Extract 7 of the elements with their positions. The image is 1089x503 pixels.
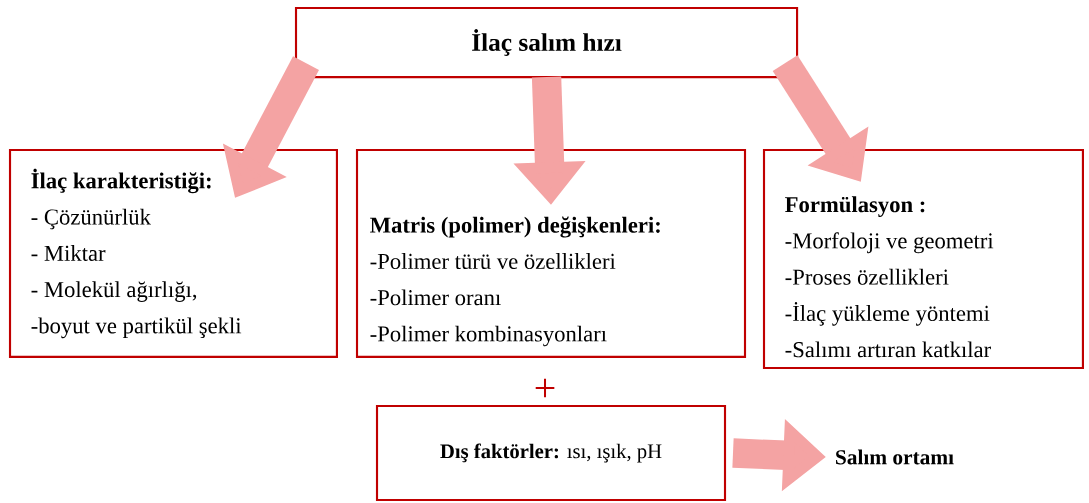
info-box: Formülasyon : -Morfoloji ve geometri -Proses özellikleri -İlaç yükleme yöntemi -Salımı artıran katkılar xyxy=(762,148,1084,370)
plus-sign: + xyxy=(535,378,555,398)
info-box: Matris (polimer) değişkenleri: -Polimer türü ve özellikleri -Polimer oranı -Polimer kombinasyonları xyxy=(355,148,747,358)
info-box: Dış faktörler: ısı, ışık, pH xyxy=(375,404,727,502)
title-box: İlaç salım hızı xyxy=(294,6,799,79)
info-box: İlaç karakteristiği: - Çözünürlük - Miktar - Molekül ağırlığı, -boyut ve partikül şekli xyxy=(8,148,338,358)
text-label: Salım ortamı xyxy=(836,449,954,465)
